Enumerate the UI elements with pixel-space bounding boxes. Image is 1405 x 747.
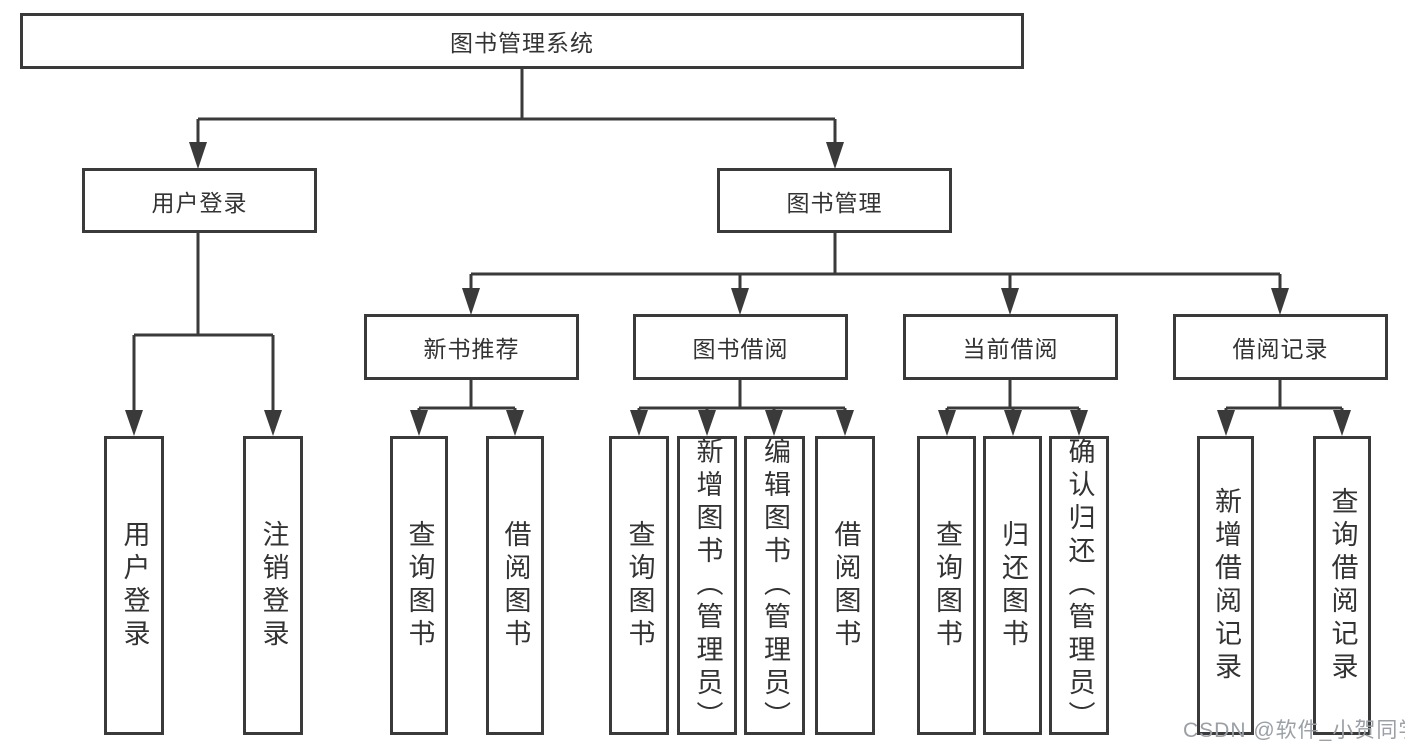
leaf-add-book-admin-label: 新增图书（管理员）: [692, 437, 723, 734]
node-book-borrow: 图书借阅: [633, 314, 848, 380]
node-current-borrow: 当前借阅: [903, 314, 1118, 380]
leaf-query-borrow-record: 查询借阅记录: [1313, 436, 1371, 735]
leaf-borrow-borrow-book: 借阅图书: [815, 436, 875, 735]
leaf-confirm-return-admin: 确认归还（管理员）: [1049, 436, 1109, 735]
leaf-newbook-borrow-book-label: 借阅图书: [500, 519, 531, 652]
leaf-confirm-return-admin-label: 确认归还（管理员）: [1064, 437, 1095, 734]
leaf-return-book-label: 归还图书: [998, 519, 1028, 652]
leaf-newbook-query-book: 查询图书: [390, 436, 448, 735]
node-new-book-recommend: 新书推荐: [364, 314, 579, 380]
node-user-login: 用户登录: [82, 168, 317, 233]
leaf-logout-login-label: 注销登录: [258, 519, 289, 652]
leaf-user-login-label: 用户登录: [119, 519, 150, 652]
leaf-edit-book-admin-label: 编辑图书（管理员）: [760, 437, 790, 734]
leaf-logout-login: 注销登录: [243, 436, 303, 735]
leaf-return-book: 归还图书: [983, 436, 1042, 735]
leaf-user-login: 用户登录: [104, 436, 164, 735]
leaf-add-borrow-record-label: 新增借阅记录: [1211, 486, 1241, 685]
leaf-borrow-borrow-book-label: 借阅图书: [830, 519, 861, 652]
node-book-management: 图书管理: [717, 168, 952, 233]
leaf-borrow-query-book-label: 查询图书: [624, 519, 655, 652]
leaf-current-query-book: 查询图书: [917, 436, 976, 735]
leaf-current-query-book-label: 查询图书: [932, 519, 962, 652]
leaf-query-borrow-record-label: 查询借阅记录: [1327, 486, 1358, 685]
csdn-watermark: CSDN @软件_小贺同学: [1183, 719, 1405, 742]
leaf-newbook-query-book-label: 查询图书: [404, 519, 435, 652]
leaf-borrow-query-book: 查询图书: [609, 436, 669, 735]
leaf-edit-book-admin: 编辑图书（管理员）: [744, 436, 805, 735]
node-root: 图书管理系统: [20, 13, 1024, 69]
leaf-add-book-admin: 新增图书（管理员）: [677, 436, 737, 735]
node-borrow-records: 借阅记录: [1173, 314, 1388, 380]
leaf-add-borrow-record: 新增借阅记录: [1197, 436, 1254, 735]
leaf-newbook-borrow-book: 借阅图书: [486, 436, 544, 735]
